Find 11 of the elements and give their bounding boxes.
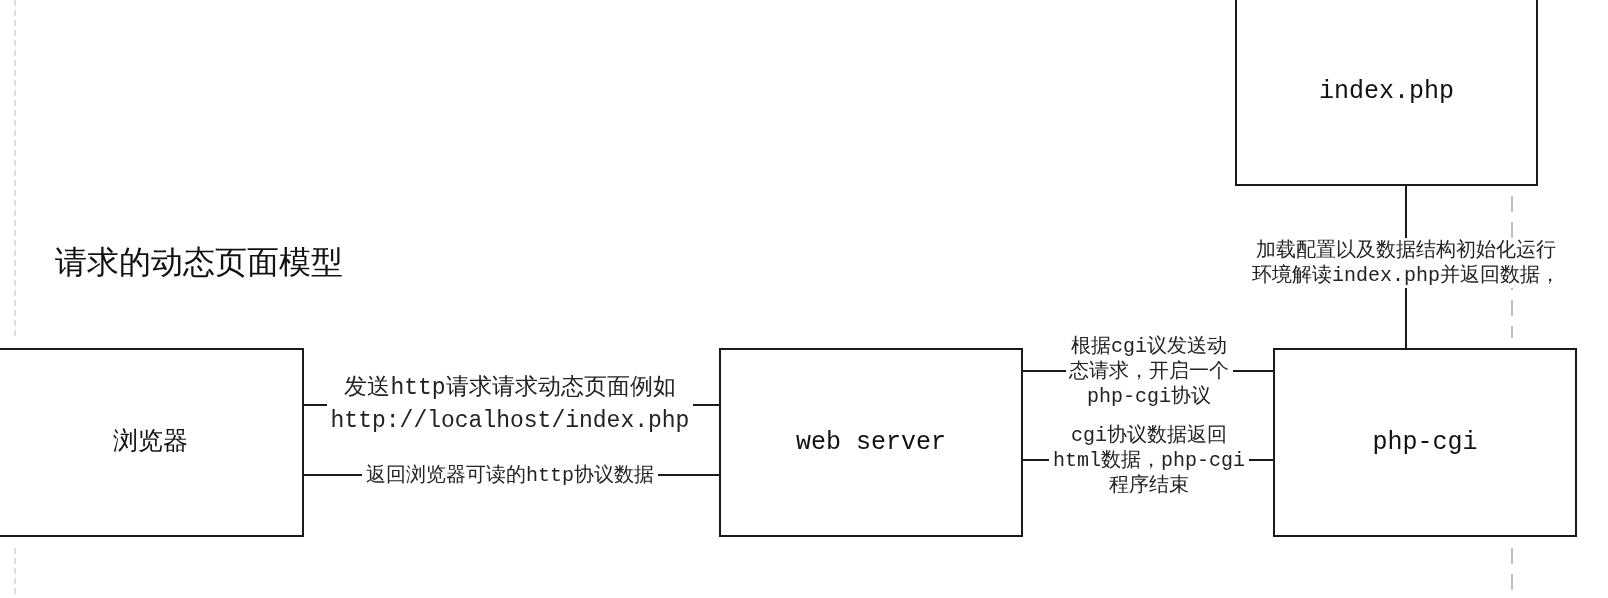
process-box: [719, 348, 1023, 537]
edge-label: 返回浏览器可读的http协议数据: [362, 462, 658, 488]
node-label: index.php: [1319, 76, 1454, 107]
process-box: [0, 348, 304, 537]
process-box: [1273, 348, 1577, 537]
process-box: [1235, 0, 1538, 186]
node-label: 浏览器: [113, 427, 188, 458]
node-label: php-cgi: [1372, 427, 1478, 458]
edge-label: 根据cgi议发送动态请求，开启一个php-cgi协议: [1065, 333, 1233, 409]
node-label: web server: [796, 427, 946, 458]
diagram-title: 请求的动态页面模型: [55, 243, 343, 281]
